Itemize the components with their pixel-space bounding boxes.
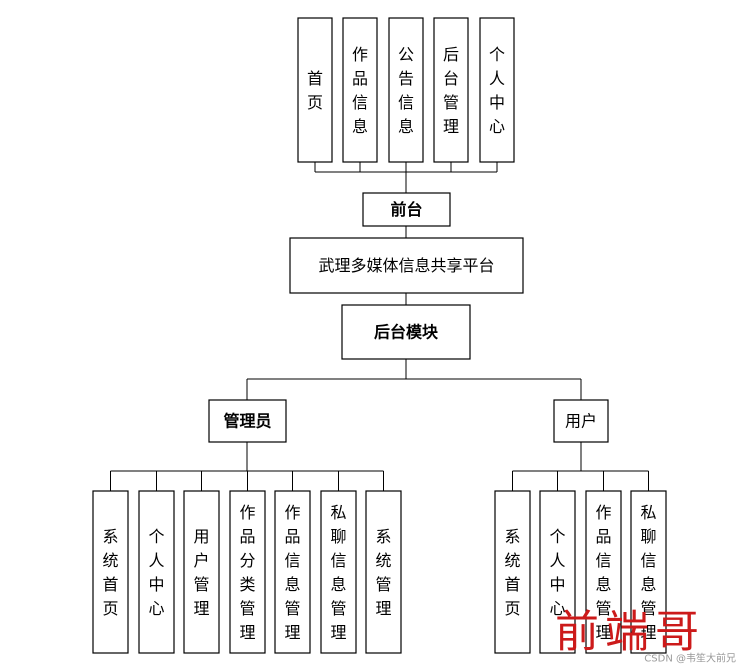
user-node-label: 用户	[565, 412, 597, 431]
frontend-module-3-label: 公告信息	[398, 45, 414, 136]
platform-node-label: 武理多媒体信息共享平台	[318, 256, 494, 275]
admin-node-box	[208, 399, 287, 443]
user-module-3-label: 作品信息管理	[595, 503, 611, 642]
user-module-4-box	[630, 490, 667, 654]
watermark: 前端哥	[555, 607, 705, 658]
frontend-label-node-label: 前台	[390, 200, 422, 219]
watermark-text: 前端哥	[555, 607, 705, 658]
connector-lines	[110, 162, 649, 491]
user-module-2-box	[539, 490, 576, 654]
backend-node: 后台模块	[341, 304, 471, 360]
user-module-2: 个人中心	[539, 490, 576, 654]
admin-module-6-box	[320, 490, 357, 654]
admin-module-2-label: 个人中心	[148, 527, 164, 618]
frontend-module-4: 后台管理	[433, 17, 469, 163]
frontend-module-1: 首页	[297, 17, 333, 163]
user-node-box	[553, 399, 609, 443]
admin-module-3: 用户管理	[183, 490, 220, 654]
frontend-module-3-box	[388, 17, 424, 163]
user-module-4-label: 私聊信息管理	[640, 503, 656, 642]
frontend-label-node-box	[362, 192, 451, 227]
frontend-module-2: 作品信息	[342, 17, 378, 163]
admin-module-6: 私聊信息管理	[320, 490, 357, 654]
user-module-3-box	[585, 490, 622, 654]
admin-module-2: 个人中心	[138, 490, 175, 654]
user-module-1-box	[494, 490, 531, 654]
admin-module-7: 系统管理	[365, 490, 402, 654]
admin-module-3-label: 用户管理	[193, 527, 209, 618]
user-module-1-label: 系统首页	[504, 527, 520, 618]
user-module-3: 作品信息管理	[585, 490, 622, 654]
admin-module-1-label: 系统首页	[102, 527, 118, 618]
frontend-label-node: 前台	[362, 192, 451, 227]
admin-module-1-box	[92, 490, 129, 654]
admin-module-5: 作品信息管理	[274, 490, 311, 654]
frontend-module-5-label: 个人中心	[489, 45, 505, 136]
admin-module-1: 系统首页	[92, 490, 129, 654]
admin-module-7-box	[365, 490, 402, 654]
admin-module-5-label: 作品信息管理	[284, 503, 300, 642]
diagram-nodes: 首页作品信息公告信息后台管理个人中心前台武理多媒体信息共享平台后台模块管理员用户…	[92, 17, 667, 654]
admin-module-2-box	[138, 490, 175, 654]
frontend-module-2-box	[342, 17, 378, 163]
user-node: 用户	[553, 399, 609, 443]
admin-module-3-box	[183, 490, 220, 654]
csdn-credit: CSDN @韦笙大前兄	[644, 652, 736, 665]
user-module-2-label: 个人中心	[549, 527, 565, 618]
backend-node-label: 后台模块	[374, 323, 439, 342]
admin-module-4-box	[229, 490, 266, 654]
platform-node-box	[289, 237, 524, 294]
platform-node: 武理多媒体信息共享平台	[289, 237, 524, 294]
frontend-module-2-label: 作品信息	[352, 45, 368, 136]
user-module-4: 私聊信息管理	[630, 490, 667, 654]
user-module-1: 系统首页	[494, 490, 531, 654]
frontend-module-4-label: 后台管理	[443, 45, 459, 136]
admin-node: 管理员	[208, 399, 287, 443]
admin-module-4-label: 作品分类管理	[239, 503, 255, 642]
admin-module-7-label: 系统管理	[375, 527, 391, 618]
admin-module-6-label: 私聊信息管理	[330, 503, 346, 642]
frontend-module-3: 公告信息	[388, 17, 424, 163]
admin-module-5-box	[274, 490, 311, 654]
frontend-module-5: 个人中心	[479, 17, 515, 163]
admin-module-4: 作品分类管理	[229, 490, 266, 654]
frontend-module-4-box	[433, 17, 469, 163]
backend-node-box	[341, 304, 471, 360]
frontend-module-1-label: 首页	[307, 69, 323, 112]
frontend-module-5-box	[479, 17, 515, 163]
admin-node-label: 管理员	[223, 412, 271, 431]
frontend-module-1-box	[297, 17, 333, 163]
